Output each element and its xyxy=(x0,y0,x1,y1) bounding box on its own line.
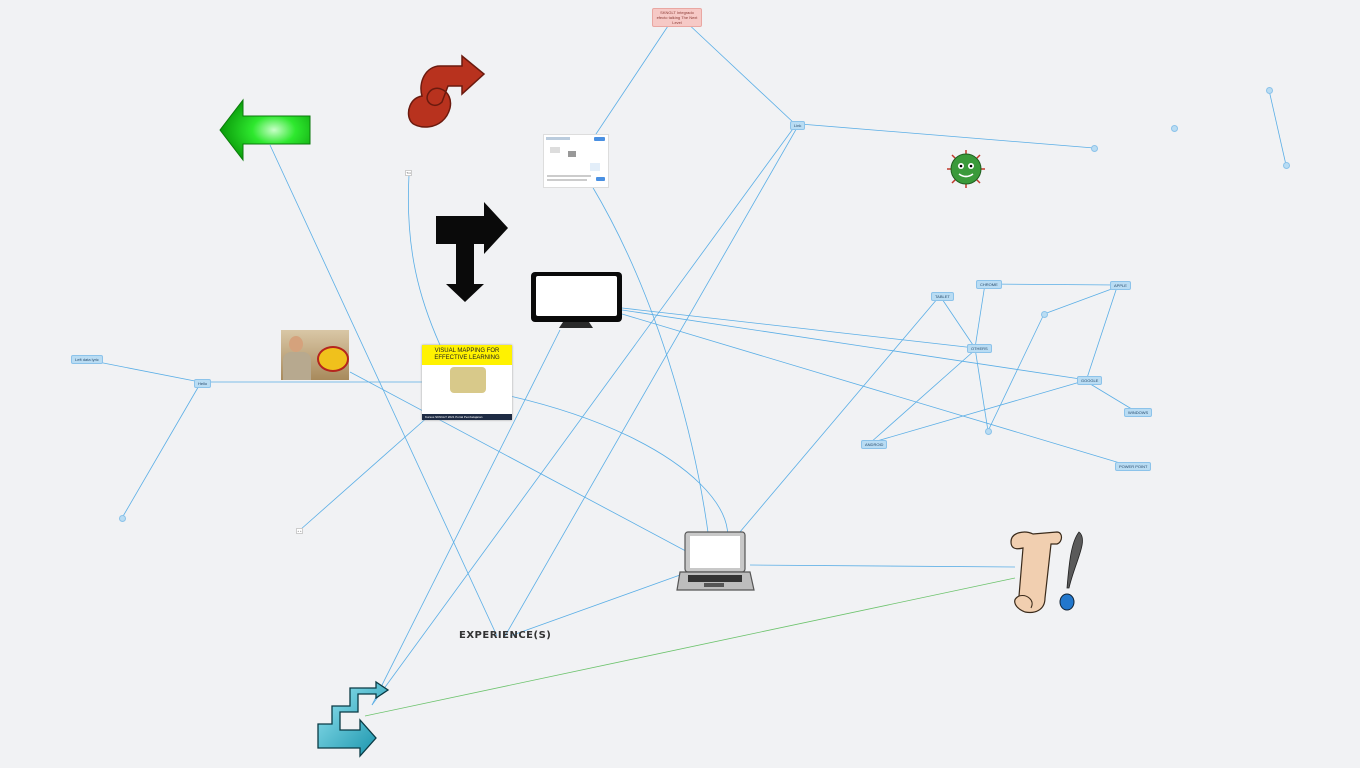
link xyxy=(1086,381,1136,412)
link xyxy=(711,297,939,566)
link xyxy=(683,19,796,125)
link xyxy=(621,313,1131,467)
screenshot-thumbnail[interactable] xyxy=(543,134,609,188)
link xyxy=(269,144,498,637)
slide-thumbnail[interactable]: VISUAL MAPPING FOR EFFECTIVE LEARNING Ku… xyxy=(422,345,512,420)
top-note-node[interactable]: SKNGLT Integrado efecto talking The Next… xyxy=(652,8,702,27)
link xyxy=(299,414,431,531)
link xyxy=(939,295,976,349)
photo-person-face xyxy=(289,336,303,352)
link xyxy=(504,125,799,637)
link xyxy=(87,359,201,383)
others-node[interactable]: OTHERS xyxy=(967,344,992,353)
empty-node[interactable] xyxy=(1171,125,1178,132)
google-node[interactable]: GOOGLE xyxy=(1077,376,1103,385)
link-green xyxy=(364,577,1016,717)
link xyxy=(371,125,796,706)
link xyxy=(869,349,976,444)
apple-node[interactable]: APPLE xyxy=(1110,281,1131,290)
link xyxy=(1268,89,1287,166)
android-node[interactable]: ANDROID xyxy=(861,440,888,449)
profile-photo[interactable] xyxy=(281,330,349,380)
cyan-steps-arrow-icon[interactable] xyxy=(314,678,394,760)
link xyxy=(591,19,673,141)
left-label-node[interactable]: Left data lyric xyxy=(71,355,103,364)
empty-node[interactable] xyxy=(1266,87,1273,94)
empty-node[interactable] xyxy=(985,428,992,435)
hub-node[interactable]: Link xyxy=(790,121,806,130)
red-curly-arrow-icon[interactable] xyxy=(404,52,488,132)
link xyxy=(621,307,976,349)
green-left-arrow-icon[interactable] xyxy=(218,98,312,162)
empty-node[interactable] xyxy=(1283,162,1290,169)
windows-node[interactable]: WINDOWS xyxy=(1124,408,1153,417)
empty-node[interactable] xyxy=(1091,145,1098,152)
link xyxy=(621,309,1088,381)
link xyxy=(749,564,1016,568)
tiny-node[interactable]: Txt xyxy=(405,170,412,176)
tablet-node[interactable]: TABLET xyxy=(931,292,954,301)
photo-person-body xyxy=(283,352,311,380)
scroll-quill-icon[interactable] xyxy=(1005,528,1091,616)
slide-footer: Kursus SKNGLT 2021 Portal Pembelajaran xyxy=(422,414,512,420)
link xyxy=(121,383,201,519)
tiny-node[interactable]: + + xyxy=(296,528,303,534)
link xyxy=(1086,286,1118,379)
link xyxy=(987,313,1045,432)
link xyxy=(799,123,1095,149)
empty-node[interactable] xyxy=(119,515,126,522)
link xyxy=(984,283,1118,286)
screenshot-preview-icon xyxy=(546,137,605,181)
slide-title: VISUAL MAPPING FOR EFFECTIVE LEARNING xyxy=(422,345,512,365)
link xyxy=(591,185,713,566)
black-t-arrow-icon[interactable] xyxy=(434,200,512,304)
photo-logo xyxy=(317,346,349,372)
link xyxy=(974,283,986,349)
monitor-icon[interactable] xyxy=(529,270,625,332)
power-point-node[interactable]: POWER POINT xyxy=(1115,462,1152,471)
link xyxy=(509,574,681,637)
hello-node[interactable]: Hello xyxy=(194,379,212,388)
link xyxy=(408,174,441,346)
experience-label[interactable]: EXPERIENCE(S) xyxy=(459,630,552,641)
virus-icon[interactable] xyxy=(944,148,988,190)
link xyxy=(974,347,989,432)
link xyxy=(1043,286,1118,315)
empty-node[interactable] xyxy=(1041,311,1048,318)
chrome-node[interactable]: CHROME xyxy=(976,280,1002,289)
link xyxy=(349,371,713,566)
slide-map-image xyxy=(450,367,486,393)
link xyxy=(869,379,1088,444)
laptop-icon[interactable] xyxy=(676,530,756,596)
link xyxy=(371,329,561,706)
